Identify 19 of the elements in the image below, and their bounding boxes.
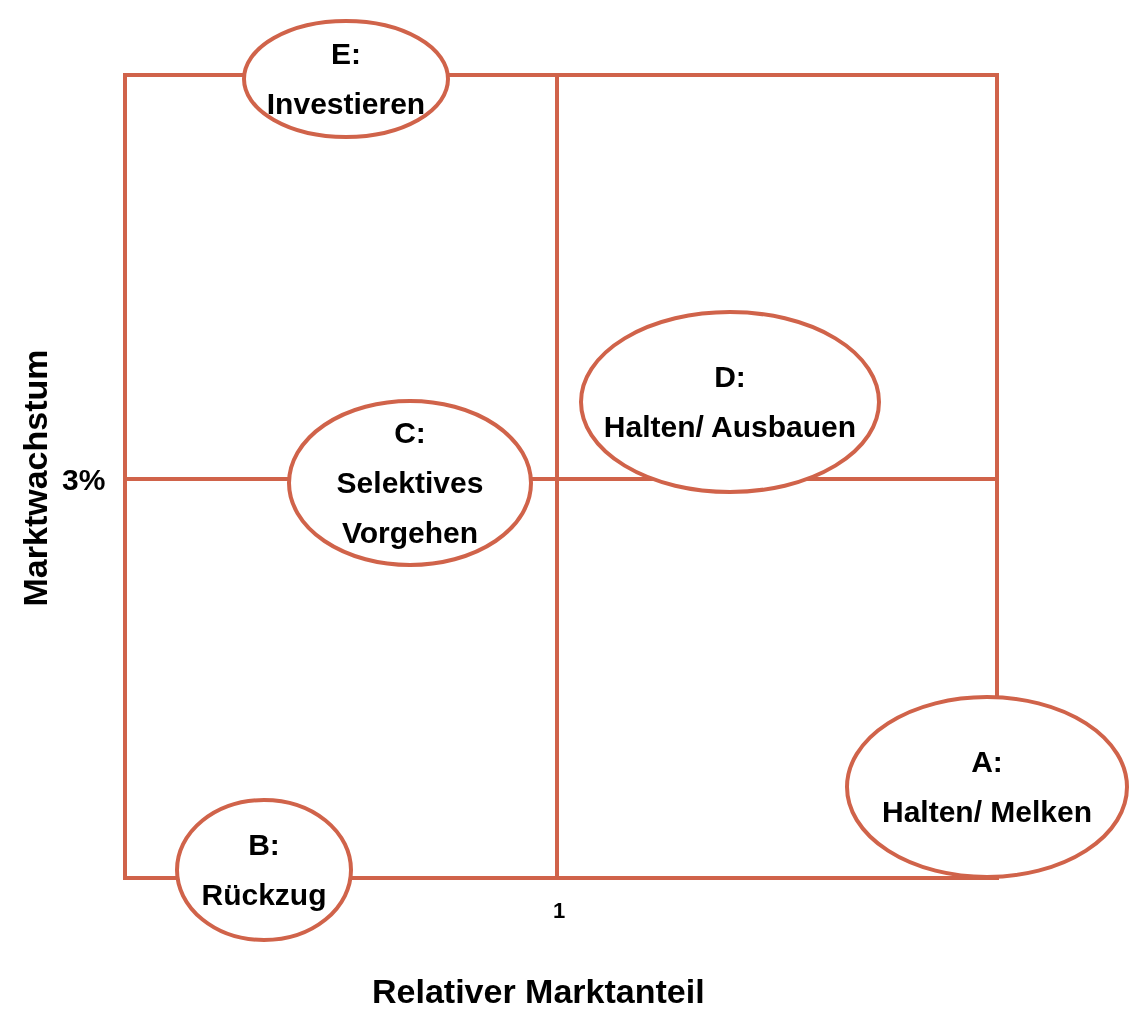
axis-tick-label: 3% — [62, 463, 106, 497]
quadrant-letter: C: — [394, 415, 426, 451]
quadrant-letter: A: — [971, 744, 1003, 780]
quadrant-letter: E: — [331, 36, 361, 72]
strategy-label: Selektives Vorgehen — [335, 465, 485, 551]
strategy-ellipse — [174, 797, 354, 943]
strategy-label: Halten/ Ausbauen — [603, 409, 857, 445]
quadrant-letter: D: — [714, 359, 746, 395]
strategy-ellipse — [241, 18, 451, 140]
quadrant-letter: B: — [248, 827, 280, 863]
axis-tick-label: 1 — [553, 898, 566, 924]
strategy-label: Rückzug — [201, 877, 327, 913]
axis-title: Relativer Marktanteil — [372, 972, 705, 1010]
axis-title: Marktwachstum — [15, 349, 55, 607]
strategy-ellipse — [286, 398, 534, 568]
strategy-ellipse — [844, 694, 1130, 880]
strategy-ellipse — [578, 309, 882, 495]
strategy-label: Halten/ Melken — [881, 794, 1093, 830]
strategy-label: Investieren — [266, 86, 426, 122]
